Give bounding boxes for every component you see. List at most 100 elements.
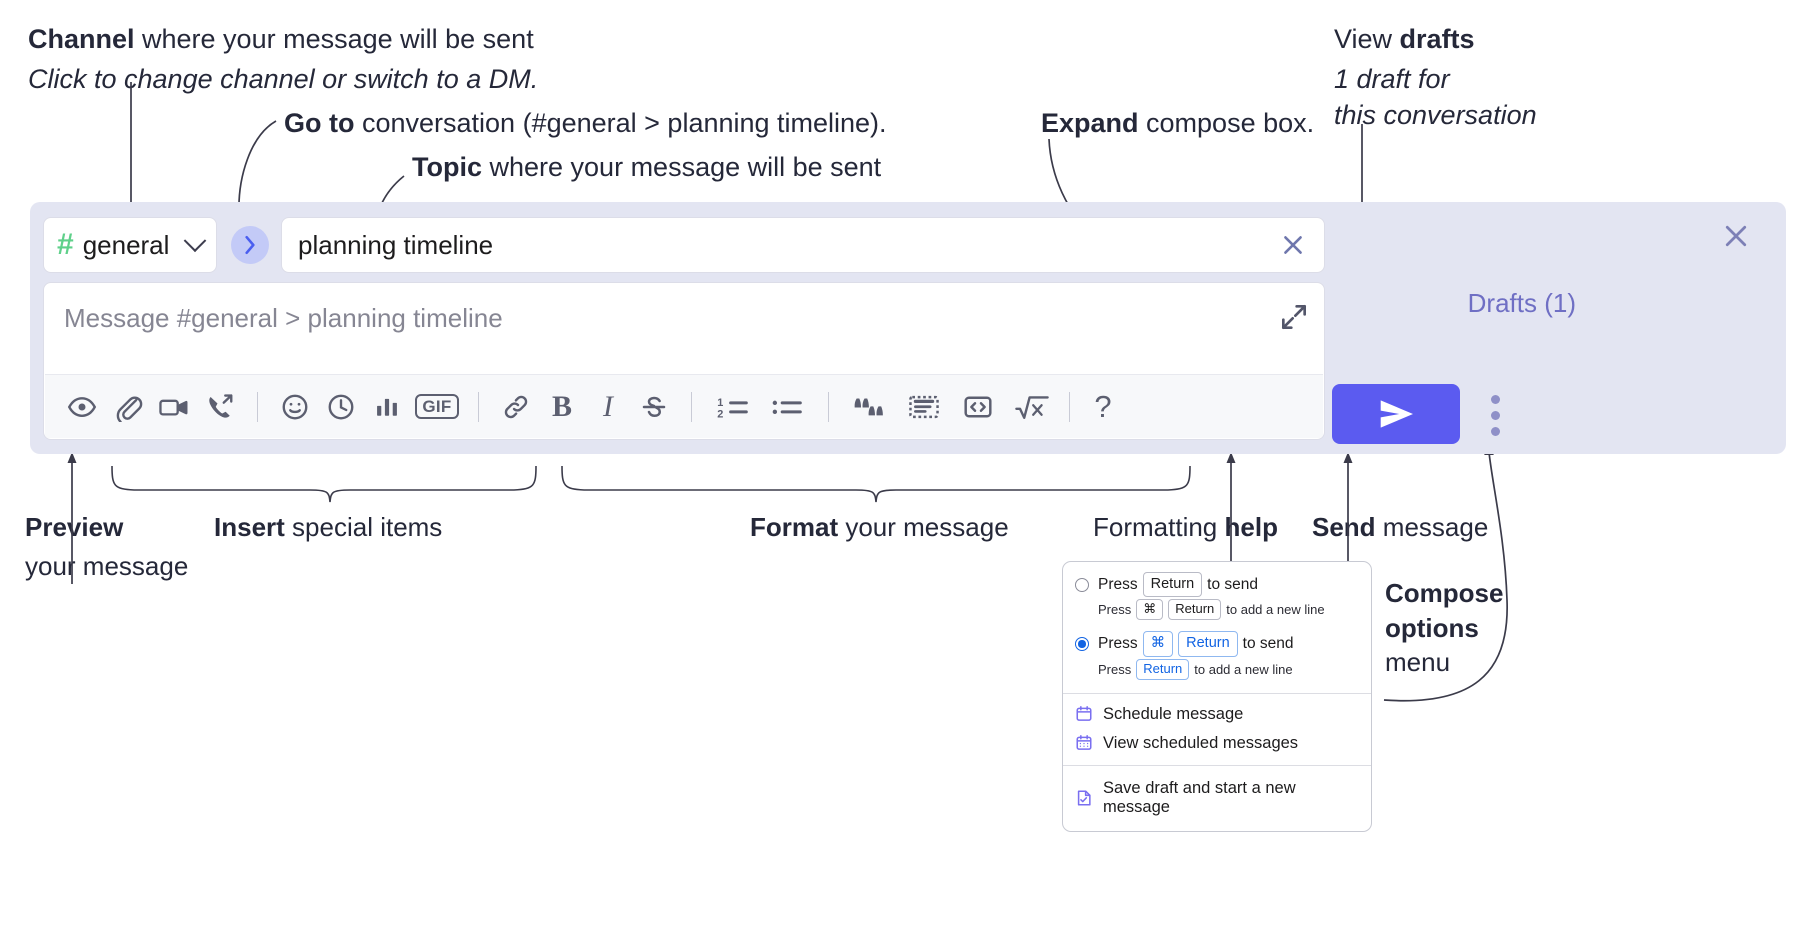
annotation-channel: Channel where your message will be sent …: [28, 22, 538, 96]
option1-sub-pre: Press: [1098, 602, 1132, 618]
compose-options-menu: Press Return to send Press ⌘ Return to a…: [1062, 561, 1372, 832]
drafts-link[interactable]: Drafts (1): [1467, 288, 1576, 318]
svg-text:2: 2: [717, 408, 723, 420]
strikethrough-icon[interactable]: [631, 384, 677, 430]
annotation-drafts: View drafts 1 draft for this conversatio…: [1334, 22, 1537, 133]
radio-selected[interactable]: [1075, 636, 1089, 651]
hash-icon: #: [57, 228, 74, 261]
annotation-topic-bold: Topic: [412, 152, 482, 182]
clock-icon[interactable]: [318, 384, 364, 430]
video-icon[interactable]: [151, 384, 197, 430]
menu-item-view-scheduled-messages[interactable]: View scheduled messages: [1063, 729, 1371, 758]
schedule-section: Schedule message View scheduled messages: [1063, 694, 1371, 765]
menu-item-label: View scheduled messages: [1103, 733, 1299, 752]
bold-icon[interactable]: B: [539, 384, 585, 430]
annotation-expand-rest: compose box.: [1138, 108, 1315, 138]
annotation-format-rest: your message: [838, 512, 1009, 542]
message-placeholder: Message #general > planning timeline: [64, 303, 503, 333]
annotation-insert-bold: Insert: [214, 512, 285, 542]
option1-sub-post: to add a new line: [1226, 602, 1325, 618]
help-icon[interactable]: ?: [1080, 384, 1126, 430]
menu-item-save-draft[interactable]: Save draft and start a new message: [1063, 774, 1371, 822]
italic-label: I: [603, 389, 613, 423]
key-command: ⌘: [1142, 631, 1174, 657]
annotation-compose-options-bold1: Compose: [1385, 578, 1504, 608]
annotation-channel-rest: where your message will be sent: [134, 24, 534, 54]
audio-call-icon[interactable]: [197, 384, 243, 430]
save-draft-icon: [1075, 789, 1093, 807]
annotation-topic: Topic where your message will be sent: [412, 150, 881, 185]
kebab-dot: [1490, 410, 1500, 420]
gif-label: GIF: [415, 394, 459, 419]
formatting-toolbar: GIF B I: [45, 374, 1323, 438]
option-return-to-send[interactable]: Press Return to send: [1063, 570, 1371, 598]
emoji-icon[interactable]: [272, 384, 318, 430]
toolbar-divider: [828, 391, 829, 422]
annotation-drafts-bold: drafts: [1399, 24, 1475, 54]
go-to-conversation-button[interactable]: [231, 226, 269, 264]
calendar-grid-icon: [1075, 734, 1093, 752]
annotation-drafts-lead: View: [1334, 24, 1400, 54]
expand-icon[interactable]: [1278, 301, 1310, 333]
kebab-dot: [1490, 426, 1500, 436]
annotation-preview: Preview your message: [25, 511, 188, 584]
annotation-insert-rest: special items: [284, 512, 443, 542]
chevron-down-icon: [183, 229, 207, 253]
draft-section: Save draft and start a new message: [1063, 766, 1371, 831]
ordered-list-icon[interactable]: 1 2: [706, 384, 760, 430]
link-icon[interactable]: [493, 384, 539, 430]
annotation-send-rest: message: [1375, 512, 1489, 542]
compose-header-row: # general planning timeline: [43, 216, 1325, 274]
inline-code-icon[interactable]: [951, 384, 1005, 430]
key-return: Return: [1178, 631, 1238, 657]
calendar-icon: [1075, 705, 1093, 723]
annotation-goto: Go to conversation (#general > planning …: [284, 106, 887, 141]
annotation-channel-sub: Click to change channel or switch to a D…: [28, 63, 539, 94]
blockquote-icon[interactable]: [843, 384, 897, 430]
annotation-expand: Expand compose box.: [1041, 106, 1314, 141]
annotation-preview-sub: your message: [25, 551, 189, 582]
compose-options-button[interactable]: [1480, 387, 1510, 443]
option1-pre: Press: [1098, 575, 1138, 593]
menu-item-label: Schedule message: [1103, 704, 1244, 723]
gif-icon[interactable]: GIF: [410, 384, 464, 430]
option2-post: to send: [1242, 634, 1294, 652]
option2-sub-pre: Press: [1098, 661, 1132, 677]
channel-name: general: [82, 229, 170, 260]
topic-input[interactable]: planning timeline: [281, 217, 1325, 273]
topic-value: planning timeline: [298, 229, 494, 260]
poll-icon[interactable]: [364, 384, 410, 430]
attachment-icon[interactable]: [105, 384, 151, 430]
menu-divider: [1063, 764, 1371, 766]
channel-selector[interactable]: # general: [43, 217, 217, 273]
option2-sub: Press Return to add a new line: [1063, 658, 1371, 684]
kebab-dot: [1490, 394, 1500, 404]
send-icon: [1380, 400, 1413, 428]
annotation-send: Send message: [1312, 511, 1488, 544]
annotation-send-bold: Send: [1312, 512, 1376, 542]
annotation-compose-options-rest: menu: [1385, 647, 1451, 678]
close-icon[interactable]: [1716, 216, 1756, 256]
bold-label: B: [551, 389, 572, 423]
menu-item-schedule-message[interactable]: Schedule message: [1063, 700, 1371, 729]
annotation-help-lead: Formatting: [1093, 512, 1225, 542]
italic-icon[interactable]: I: [585, 384, 631, 430]
latex-icon[interactable]: [1005, 384, 1059, 430]
annotation-help-bold: help: [1224, 512, 1278, 542]
preview-icon[interactable]: [59, 384, 105, 430]
svg-text:1: 1: [717, 396, 723, 408]
key-return: Return: [1168, 599, 1222, 621]
toolbar-divider: [478, 391, 479, 422]
annotation-expand-bold: Expand: [1041, 108, 1139, 138]
menu-item-label: Save draft and start a new message: [1103, 778, 1296, 816]
radio-unselected[interactable]: [1075, 577, 1089, 592]
bulleted-list-icon[interactable]: [760, 384, 814, 430]
send-button[interactable]: [1332, 384, 1460, 444]
message-input-area[interactable]: Message #general > planning timeline: [43, 282, 1325, 440]
code-block-icon[interactable]: [897, 384, 951, 430]
annotation-drafts-sub2: this conversation: [1334, 100, 1537, 131]
option-cmd-return-to-send[interactable]: Press ⌘ Return to send: [1063, 629, 1371, 657]
annotation-drafts-sub1: 1 draft for: [1334, 63, 1450, 94]
menu-divider: [1063, 692, 1371, 694]
clear-topic-icon[interactable]: [1276, 228, 1310, 262]
